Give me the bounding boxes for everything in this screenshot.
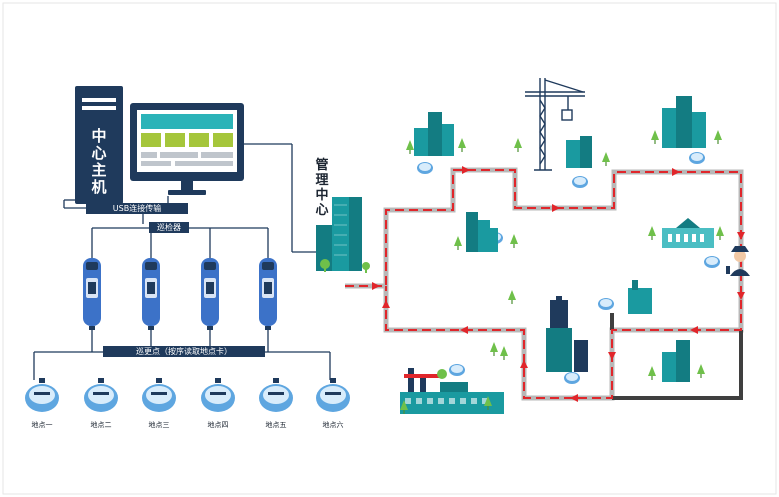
tree-icon — [508, 290, 516, 304]
checkpoint-tag-icon — [316, 378, 350, 412]
host-label-char: 中 — [91, 127, 107, 145]
tree-icon — [714, 130, 722, 144]
mgmt-label-char: 理 — [315, 173, 329, 188]
mgmt-label-char: 管 — [315, 158, 329, 173]
patrol-reader-icon — [259, 258, 277, 330]
reader-label: 巡检器 — [157, 223, 181, 232]
checkpoint-tag-icon — [572, 176, 588, 188]
building-icon — [316, 197, 370, 273]
host-label-char: 心 — [91, 144, 107, 162]
reader-bar — [149, 222, 189, 233]
patrol-reader-icon — [201, 258, 219, 330]
building-icon — [428, 112, 442, 156]
tower-crane-icon — [525, 78, 585, 171]
patrol-reader-icon — [142, 258, 160, 330]
tree-icon — [400, 130, 724, 414]
checkpoint-tag-icon — [84, 378, 118, 412]
usb-label: USB连接传输 — [112, 204, 162, 213]
mgmt-label-char: 中 — [315, 188, 329, 203]
building-icon — [414, 128, 428, 156]
tree-icon — [514, 138, 522, 152]
checkpoint-tag-icon — [201, 378, 235, 412]
checkpoint-tag-icon — [704, 256, 720, 268]
security-guard-icon — [726, 246, 750, 276]
factory-icon — [400, 368, 504, 414]
tree-icon — [648, 226, 656, 240]
point-label: 地点三 — [148, 421, 170, 429]
point-label: 地点二 — [90, 421, 112, 429]
monitor-icon — [130, 103, 244, 195]
building-icon — [566, 140, 580, 168]
patrol-route — [345, 167, 744, 401]
route-arrows — [372, 166, 745, 402]
tree-icon — [716, 226, 724, 240]
point-label: 地点四 — [207, 421, 229, 429]
checkpoint-tag-icon — [142, 378, 176, 412]
building-icon — [676, 340, 690, 382]
tree-icon — [648, 366, 656, 380]
tree-icon — [400, 400, 408, 414]
patrol-reader-icon — [83, 258, 101, 330]
tree-icon — [490, 342, 498, 356]
checkpoint-tag-icon — [598, 298, 614, 310]
desktop-computer-icon — [75, 86, 123, 204]
checkpoint-tag-icon — [564, 372, 580, 384]
usb-bar — [86, 203, 188, 214]
tree-icon — [697, 364, 705, 378]
host-label: 中 心 主 机 — [90, 128, 108, 196]
checkpoint-tag-icon — [689, 152, 705, 164]
patrol-reader-icon — [83, 258, 277, 330]
tree-icon — [454, 236, 462, 250]
building-icon — [692, 112, 706, 148]
checkpoint-tag-icon — [417, 162, 433, 174]
building-icon — [662, 108, 676, 148]
building-icon — [478, 220, 490, 252]
checkpoint-bar — [103, 346, 265, 357]
tree-icon — [458, 138, 466, 152]
tree-icon — [484, 396, 492, 410]
building-icon — [580, 136, 592, 168]
mgmt-center-label: 管 理 中 心 — [313, 158, 331, 218]
tree-icon — [406, 140, 414, 154]
tree-icon — [602, 152, 610, 166]
building-icon — [662, 218, 714, 248]
building-icon — [662, 352, 676, 382]
host-label-char: 主 — [91, 161, 107, 179]
checkpoint-tag-icon — [259, 378, 293, 412]
point-label: 地点一 — [31, 421, 53, 429]
checkpoint-tag-icon — [25, 378, 59, 412]
building-icon — [676, 96, 692, 148]
point-label: 地点五 — [265, 421, 287, 429]
tree-icon — [651, 130, 659, 144]
host-label-char: 机 — [91, 178, 107, 196]
factory-icon — [546, 296, 588, 372]
building-icon — [442, 124, 454, 156]
tree-icon — [500, 346, 508, 360]
point-label: 地点六 — [322, 421, 344, 429]
tree-icon — [510, 234, 518, 248]
mgmt-label-char: 心 — [315, 203, 329, 218]
building-icon — [466, 212, 478, 252]
factory-icon — [628, 280, 652, 314]
checkpoint-tag-icon — [449, 364, 465, 376]
building-icon — [490, 228, 498, 252]
checkpoint-label: 巡更点（按序读取地点卡） — [136, 347, 232, 356]
city-buildings — [414, 96, 706, 382]
